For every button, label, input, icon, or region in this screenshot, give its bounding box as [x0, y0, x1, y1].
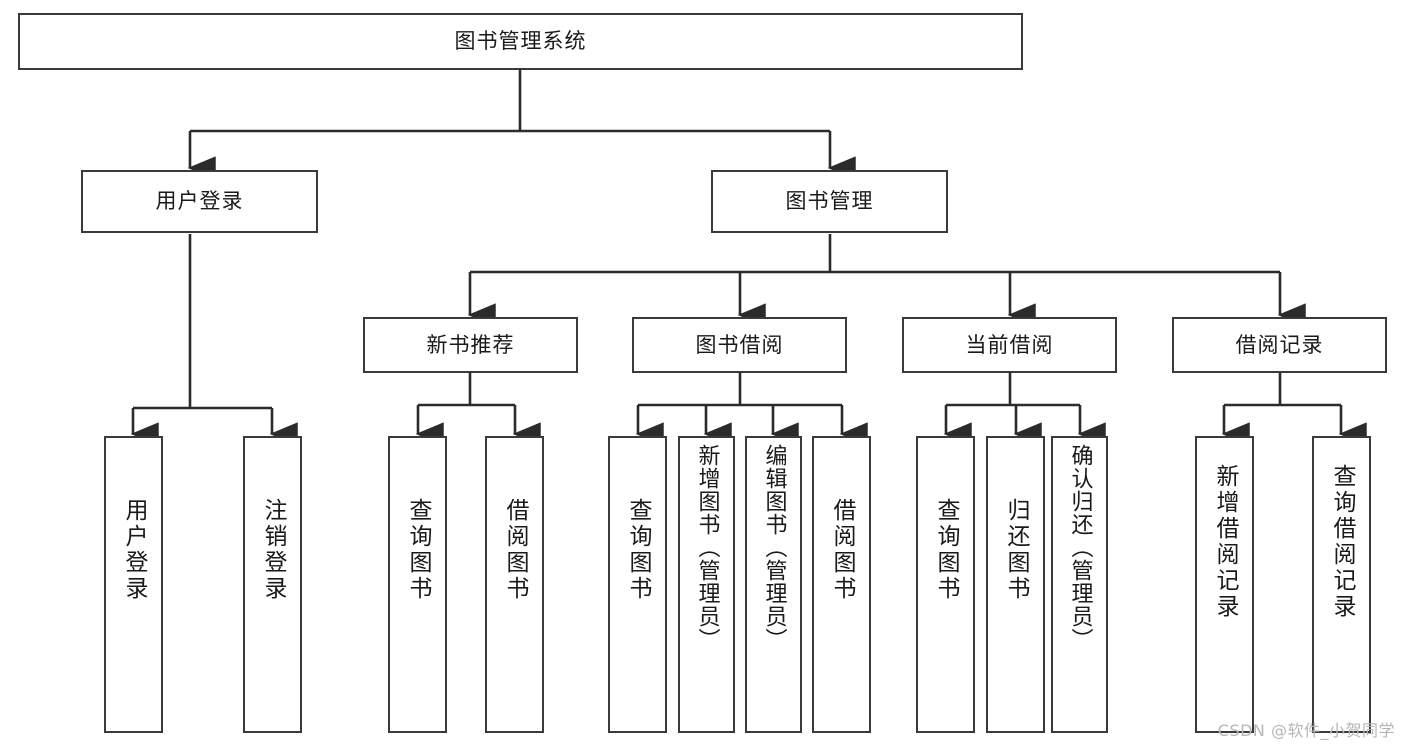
node-label: 当前借阅 [965, 332, 1054, 357]
leaf-borrow-book-recommend[interactable]: 借阅图书 [485, 436, 544, 733]
node-new-book-recommend[interactable]: 新书推荐 [363, 317, 578, 373]
leaf-edit-book-admin[interactable]: 编辑图书（管理员） [745, 436, 802, 733]
node-label: 新增图书（管理员） [694, 444, 720, 651]
node-label: 查询图书 [933, 498, 959, 602]
node-book-borrow[interactable]: 图书借阅 [632, 317, 847, 373]
leaf-query-borrow-record[interactable]: 查询借阅记录 [1312, 436, 1371, 733]
node-label: 用户登录 [155, 189, 244, 214]
node-label: 编辑图书（管理员） [761, 444, 787, 651]
node-label: 借阅图书 [829, 498, 855, 602]
node-label: 查询图书 [405, 498, 431, 602]
node-label: 图书借阅 [695, 332, 784, 357]
node-label: 图书管理系统 [454, 29, 587, 54]
leaf-add-borrow-record[interactable]: 新增借阅记录 [1195, 436, 1254, 733]
leaf-confirm-return-admin[interactable]: 确认归还（管理员） [1051, 436, 1108, 733]
leaf-query-book-current[interactable]: 查询图书 [916, 436, 975, 733]
node-root-system[interactable]: 图书管理系统 [18, 13, 1023, 70]
node-label: 查询借阅记录 [1329, 464, 1355, 620]
leaf-user-login[interactable]: 用户登录 [104, 436, 163, 733]
node-label: 新增借阅记录 [1212, 464, 1238, 620]
leaf-borrow-book[interactable]: 借阅图书 [812, 436, 871, 733]
leaf-return-book[interactable]: 归还图书 [986, 436, 1045, 733]
leaf-logout[interactable]: 注销登录 [243, 436, 302, 733]
node-label: 借阅记录 [1235, 332, 1324, 357]
node-user-login[interactable]: 用户登录 [81, 170, 318, 233]
leaf-query-book-recommend[interactable]: 查询图书 [388, 436, 447, 733]
node-label: 借阅图书 [502, 498, 528, 602]
node-book-management[interactable]: 图书管理 [711, 170, 948, 233]
node-borrow-record[interactable]: 借阅记录 [1172, 317, 1387, 373]
node-label: 确认归还（管理员） [1067, 444, 1093, 651]
node-label: 新书推荐 [426, 332, 515, 357]
leaf-add-book-admin[interactable]: 新增图书（管理员） [678, 436, 735, 733]
leaf-query-book-borrow[interactable]: 查询图书 [608, 436, 667, 733]
node-label: 图书管理 [785, 189, 874, 214]
node-current-borrow[interactable]: 当前借阅 [902, 317, 1117, 373]
watermark-text: CSDN @软件_小贺同学 [1217, 721, 1395, 740]
node-label: 归还图书 [1003, 498, 1029, 602]
node-label: 查询图书 [625, 498, 651, 602]
node-label: 用户登录 [121, 498, 147, 602]
node-label: 注销登录 [260, 498, 286, 602]
